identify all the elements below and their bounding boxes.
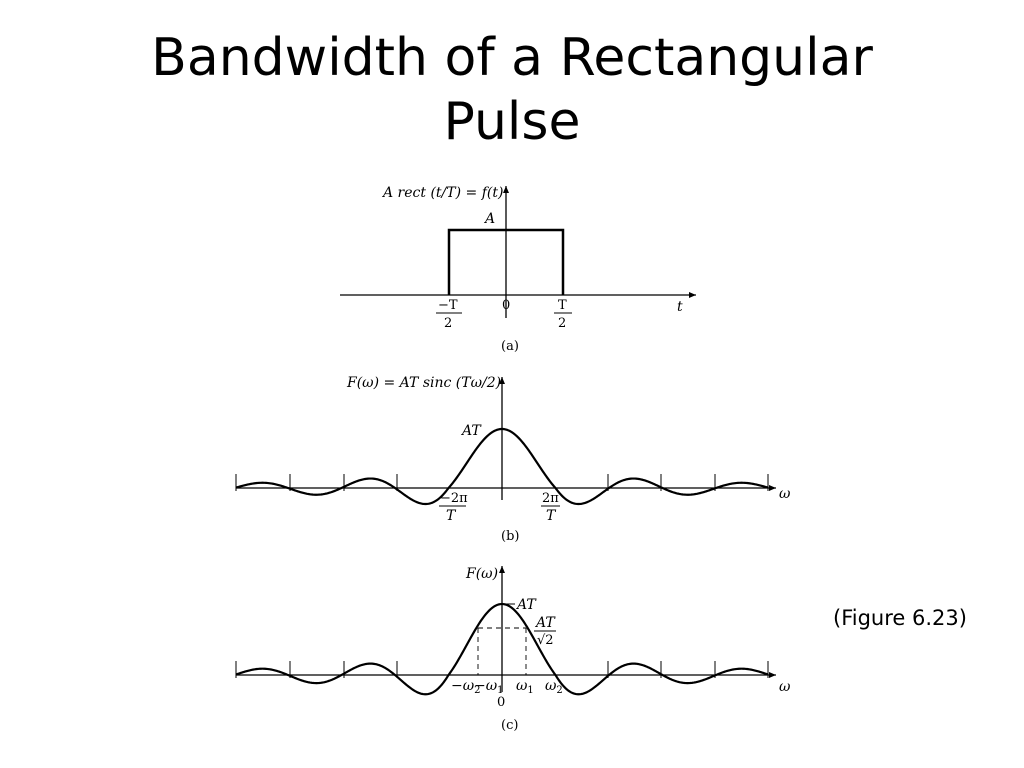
half-power-num: AT: [534, 615, 556, 631]
sinc-curve: [235, 427, 769, 506]
panel-b-ylabel: F(ω) = AT sinc (Tω/2): [346, 375, 501, 391]
tick-neg-w1-main: −ω: [474, 678, 498, 694]
panel-a-caption: (a): [501, 339, 519, 354]
peak-label-c: AT: [515, 597, 537, 613]
tick-w1: ω1: [516, 678, 534, 696]
panel-b: F(ω) = AT sinc (Tω/2) AT −2π T 2π T ω (b…: [235, 375, 791, 544]
panel-c: F(ω) AT AT √2 −ω2 −ω1 ω1 ω2 0 ω (c): [235, 566, 791, 733]
tick-neg-w1-sub: 1: [497, 685, 503, 696]
panel-b-xlabel: ω: [779, 486, 791, 502]
panel-a-ylabel: A rect (t/T) = f(t): [381, 185, 503, 201]
tick-w1-main: ω: [516, 678, 528, 694]
panel-c-ylabel: F(ω): [465, 566, 498, 582]
tick-neg-2pi-num: −2π: [440, 491, 468, 506]
amplitude-label: A: [483, 211, 495, 227]
tick-w1-sub: 1: [527, 685, 533, 696]
sinc-curve-c: [235, 602, 769, 696]
panel-a-xlabel: t: [677, 299, 683, 315]
origin-label-a: 0: [502, 298, 510, 313]
rect-pulse: [447, 228, 565, 295]
half-power-guides: [477, 627, 527, 675]
tick-neg-w2-main: −ω: [451, 678, 475, 694]
tick-w2-main: ω: [545, 678, 557, 694]
title-line-2: Pulse: [443, 92, 581, 152]
tick-w2-sub: 2: [556, 685, 562, 696]
tick-neg-2pi-den: T: [446, 508, 457, 524]
tick-w2: ω2: [545, 678, 563, 696]
figure-caption: (Figure 6.23): [833, 606, 967, 630]
tick-2pi-den: T: [546, 508, 557, 524]
tick-neg-w1: −ω1: [474, 678, 504, 696]
panel-c-xlabel: ω: [779, 679, 791, 695]
tick-neg-w2-sub: 2: [474, 685, 480, 696]
tick-2pi-num: 2π: [542, 491, 559, 506]
title-line-1: Bandwidth of a Rectangular: [151, 28, 873, 88]
tick-t-half-num: T: [558, 298, 567, 313]
origin-label-c: 0: [497, 695, 505, 710]
tick-neg-t-half-num: −T: [438, 298, 458, 313]
peak-label-b: AT: [460, 423, 482, 439]
tick-t-half-den: 2: [558, 316, 566, 331]
tick-neg-w2: −ω2: [451, 678, 481, 696]
panel-a: A rect (t/T) = f(t) A −T 2 0 T 2 t (a): [340, 185, 696, 354]
slide-title: Bandwidth of a Rectangular Pulse: [0, 26, 1024, 154]
panel-b-caption: (b): [501, 529, 519, 544]
panel-c-caption: (c): [501, 718, 518, 733]
half-power-den: √2: [537, 633, 554, 648]
tick-neg-t-half-den: 2: [444, 316, 452, 331]
